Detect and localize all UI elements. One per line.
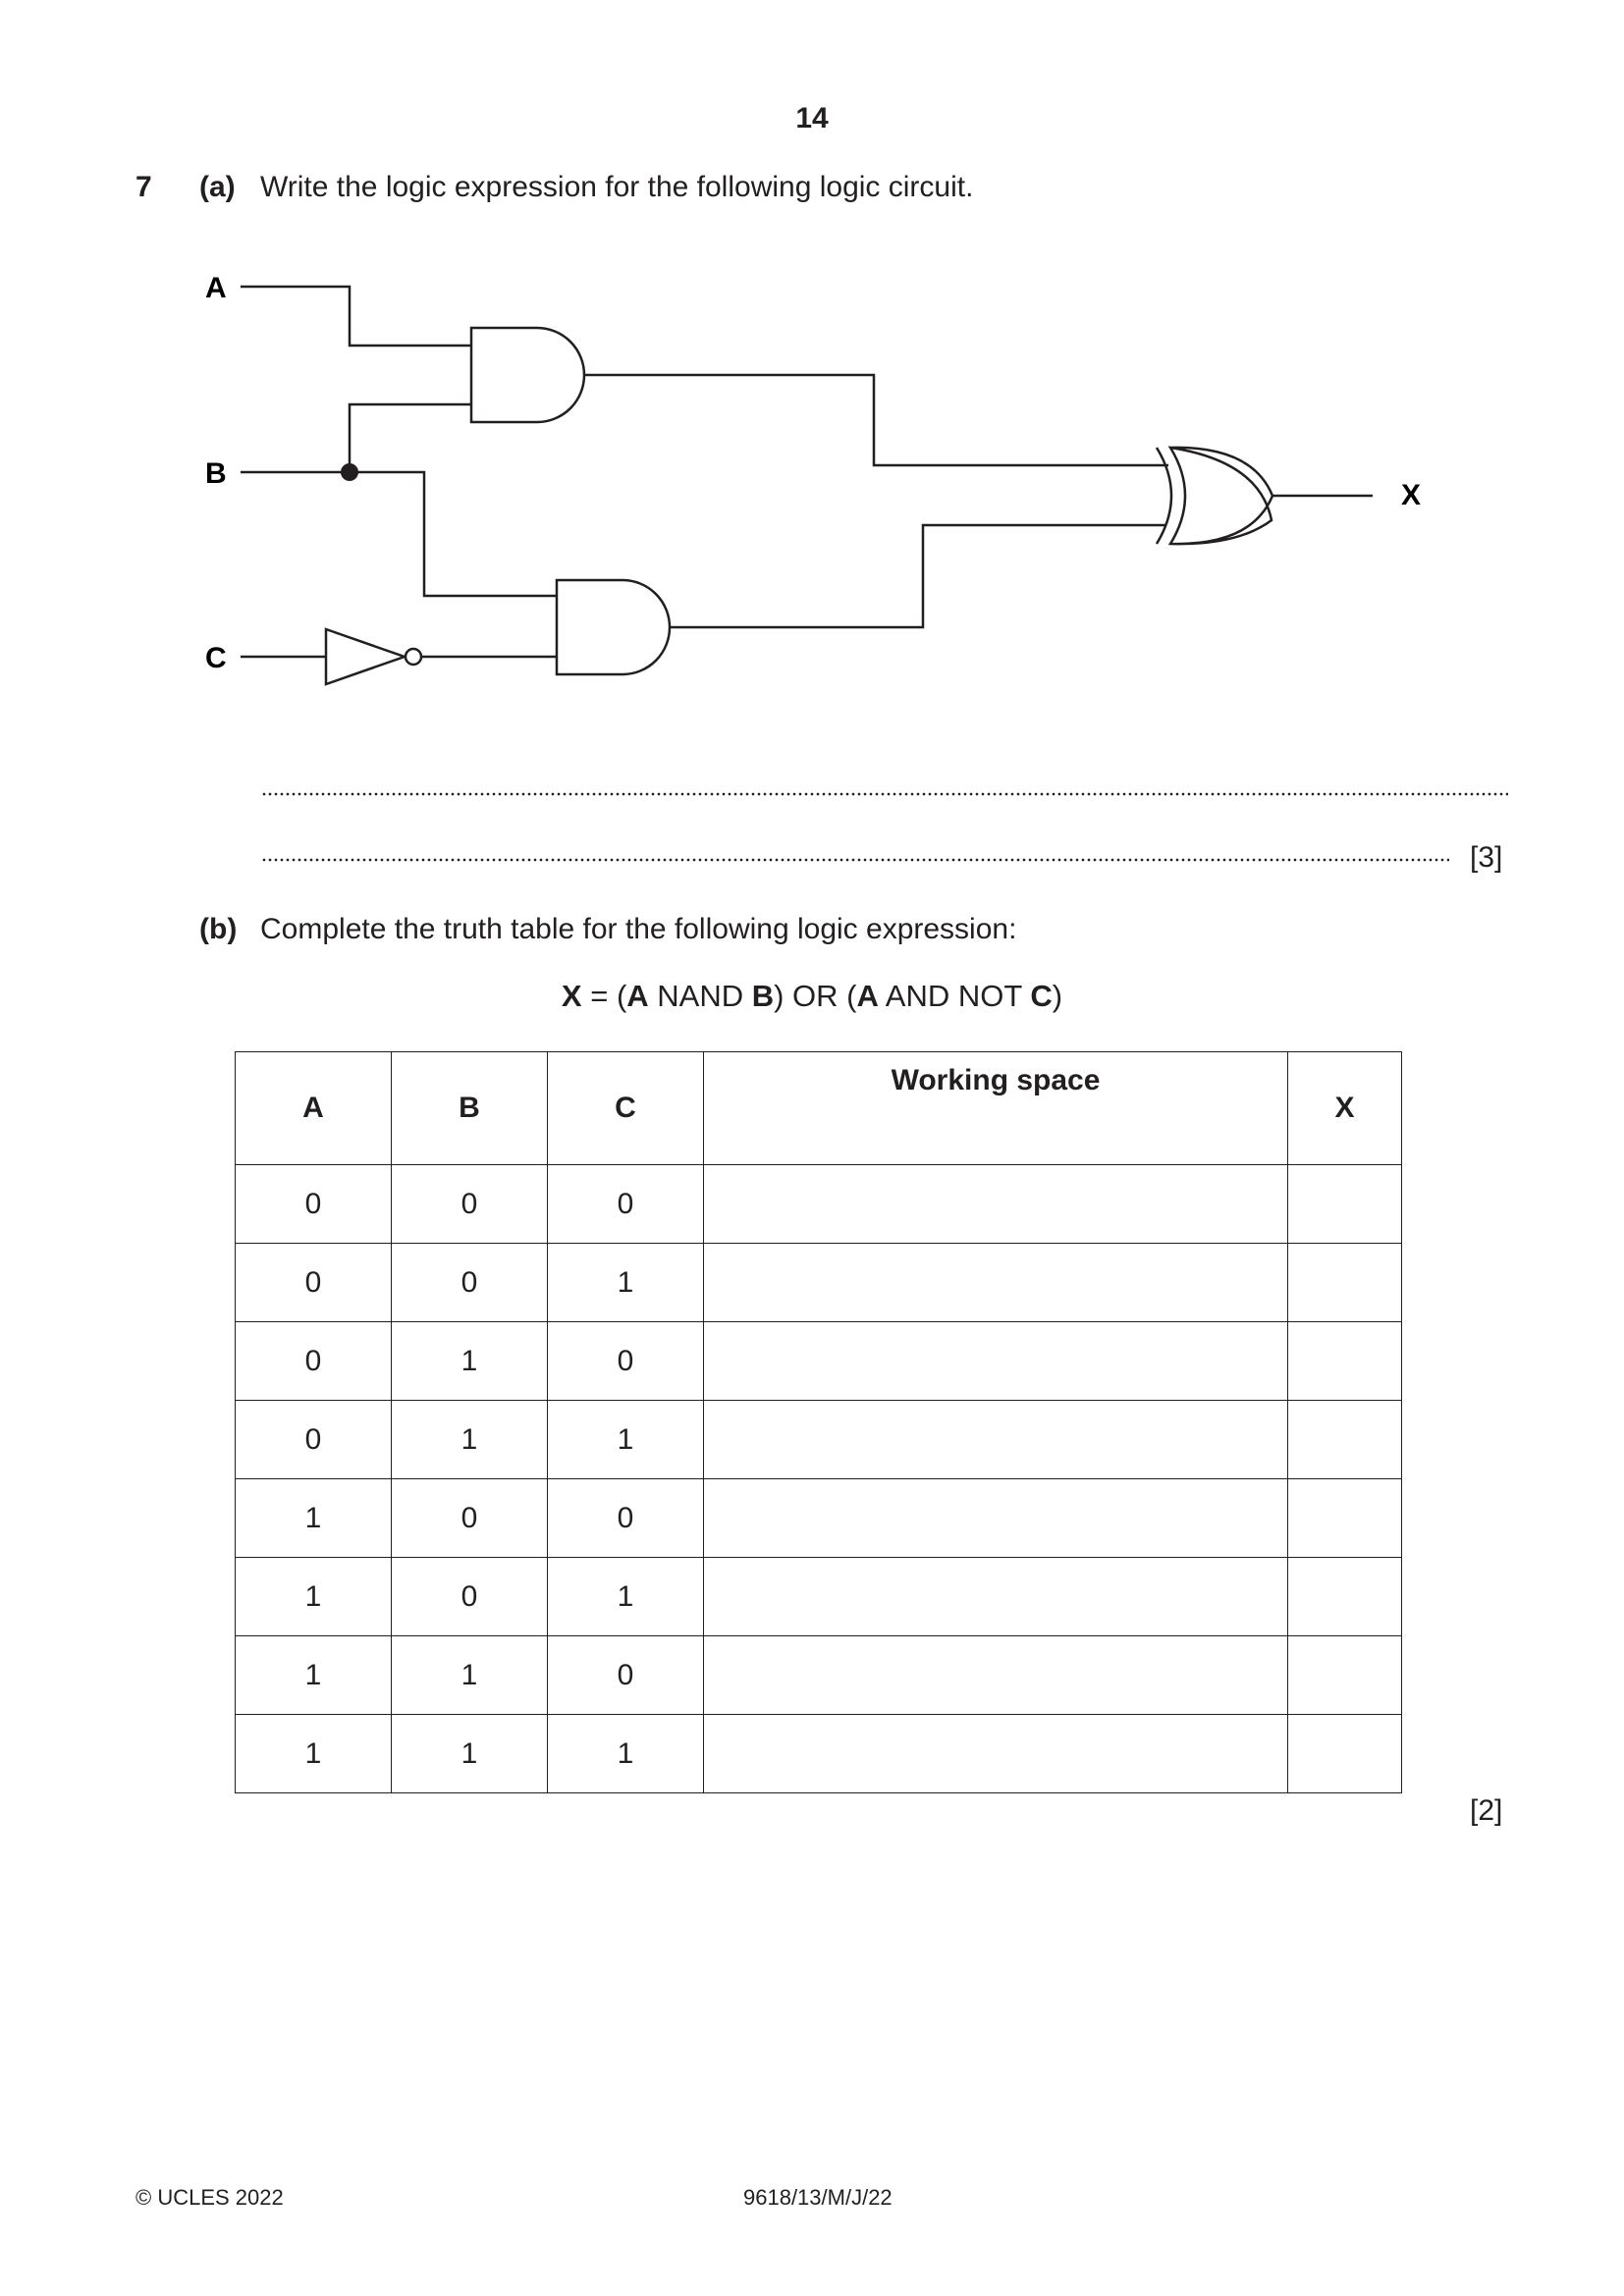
header-b: B: [391, 1051, 548, 1165]
and-gate-2: [555, 578, 672, 676]
cell-x[interactable]: [1287, 1557, 1402, 1636]
cell-c: 1: [547, 1557, 704, 1636]
part-b-text: Complete the truth table for the followi…: [260, 913, 1017, 945]
table-row: 0 0 0: [235, 1164, 1402, 1244]
not-gate: [324, 627, 408, 686]
cell-a: 0: [235, 1321, 392, 1401]
cell-working[interactable]: [703, 1164, 1288, 1244]
wire-b-and1: [241, 402, 471, 474]
expr-b1: B: [751, 979, 775, 1013]
cell-working[interactable]: [703, 1635, 1288, 1715]
logic-circuit-diagram: A B C X: [205, 272, 1421, 686]
part-a-marks: [3]: [1470, 841, 1503, 874]
wire-a: [241, 285, 471, 347]
cell-b: 0: [391, 1243, 548, 1322]
input-b-label: B: [205, 457, 227, 490]
cell-working[interactable]: [703, 1321, 1288, 1401]
table-row: 1 1 1: [235, 1714, 1402, 1793]
wire-and2-xor: [670, 523, 1166, 629]
and-gate-1: [469, 326, 586, 424]
expr-and-not: AND NOT: [878, 979, 1031, 1013]
cell-b: 0: [391, 1164, 548, 1244]
cell-a: 0: [235, 1164, 392, 1244]
header-c: C: [547, 1051, 704, 1165]
expr-x: X: [561, 979, 582, 1013]
table-row: 0 1 0: [235, 1321, 1402, 1401]
header-working-space: Working space: [703, 1051, 1288, 1165]
cell-x[interactable]: [1287, 1478, 1402, 1558]
junction-dot: [341, 463, 358, 481]
cell-x[interactable]: [1287, 1321, 1402, 1401]
cell-x[interactable]: [1287, 1714, 1402, 1793]
cell-a: 1: [235, 1478, 392, 1558]
page-number: 14: [795, 102, 829, 134]
expr-or: ) OR (: [774, 979, 857, 1013]
xor-back-arc: [1155, 447, 1173, 545]
wire-b-and2: [350, 470, 557, 598]
cell-a: 1: [235, 1635, 392, 1715]
table-row: 0 1 1: [235, 1400, 1402, 1479]
expr-nand: NAND: [648, 979, 752, 1013]
cell-b: 1: [391, 1400, 548, 1479]
header-x: X: [1287, 1051, 1402, 1165]
answer-line-1[interactable]: [261, 792, 1508, 796]
footer-copyright: © UCLES 2022: [135, 2185, 284, 2210]
cell-x[interactable]: [1287, 1243, 1402, 1322]
cell-x[interactable]: [1287, 1400, 1402, 1479]
cell-c: 0: [547, 1164, 704, 1244]
table-row: 1 0 1: [235, 1557, 1402, 1636]
cell-b: 1: [391, 1714, 548, 1793]
cell-c: 1: [547, 1714, 704, 1793]
cell-a: 0: [235, 1400, 392, 1479]
part-b-label: (b): [199, 913, 238, 945]
cell-x[interactable]: [1287, 1164, 1402, 1244]
table-header-row: A B C Working space X: [235, 1051, 1402, 1165]
footer-paper-code: 9618/13/M/J/22: [743, 2185, 893, 2210]
logic-expression: X = (A NAND B) OR (A AND NOT C): [0, 979, 1624, 1014]
expr-c1: C: [1030, 979, 1053, 1013]
cell-b: 0: [391, 1557, 548, 1636]
header-a: A: [235, 1051, 392, 1165]
part-a-text: Write the logic expression for the follo…: [260, 171, 974, 203]
cell-c: 1: [547, 1243, 704, 1322]
cell-a: 1: [235, 1557, 392, 1636]
expr-a1: A: [626, 979, 649, 1013]
cell-working[interactable]: [703, 1243, 1288, 1322]
cell-working[interactable]: [703, 1400, 1288, 1479]
part-b-marks: [2]: [1470, 1794, 1503, 1827]
truth-table: A B C Working space X 0 0 0 0 0 1 0 1 0 …: [235, 1051, 1402, 1793]
input-c-label: C: [205, 642, 227, 674]
cell-working[interactable]: [703, 1557, 1288, 1636]
cell-c: 1: [547, 1400, 704, 1479]
cell-a: 1: [235, 1714, 392, 1793]
cell-c: 0: [547, 1478, 704, 1558]
question-number: 7: [135, 171, 152, 203]
cell-b: 0: [391, 1478, 548, 1558]
cell-a: 0: [235, 1243, 392, 1322]
cell-c: 0: [547, 1321, 704, 1401]
cell-working[interactable]: [703, 1714, 1288, 1793]
expr-eq: = (: [581, 979, 627, 1013]
cell-b: 1: [391, 1321, 548, 1401]
wire-and1-xor: [584, 373, 1168, 467]
output-x-label: X: [1401, 479, 1421, 511]
table-row: 1 0 0: [235, 1478, 1402, 1558]
part-a-label: (a): [199, 171, 236, 203]
cell-working[interactable]: [703, 1478, 1288, 1558]
cell-b: 1: [391, 1635, 548, 1715]
table-row: 1 1 0: [235, 1635, 1402, 1715]
cell-x[interactable]: [1287, 1635, 1402, 1715]
answer-line-2[interactable]: [261, 858, 1449, 862]
not-bubble: [404, 647, 423, 667]
expr-close: ): [1052, 979, 1063, 1013]
table-row: 0 0 1: [235, 1243, 1402, 1322]
xor-gate: [1167, 446, 1274, 546]
expr-a2: A: [856, 979, 879, 1013]
cell-c: 0: [547, 1635, 704, 1715]
input-a-label: A: [205, 272, 227, 304]
